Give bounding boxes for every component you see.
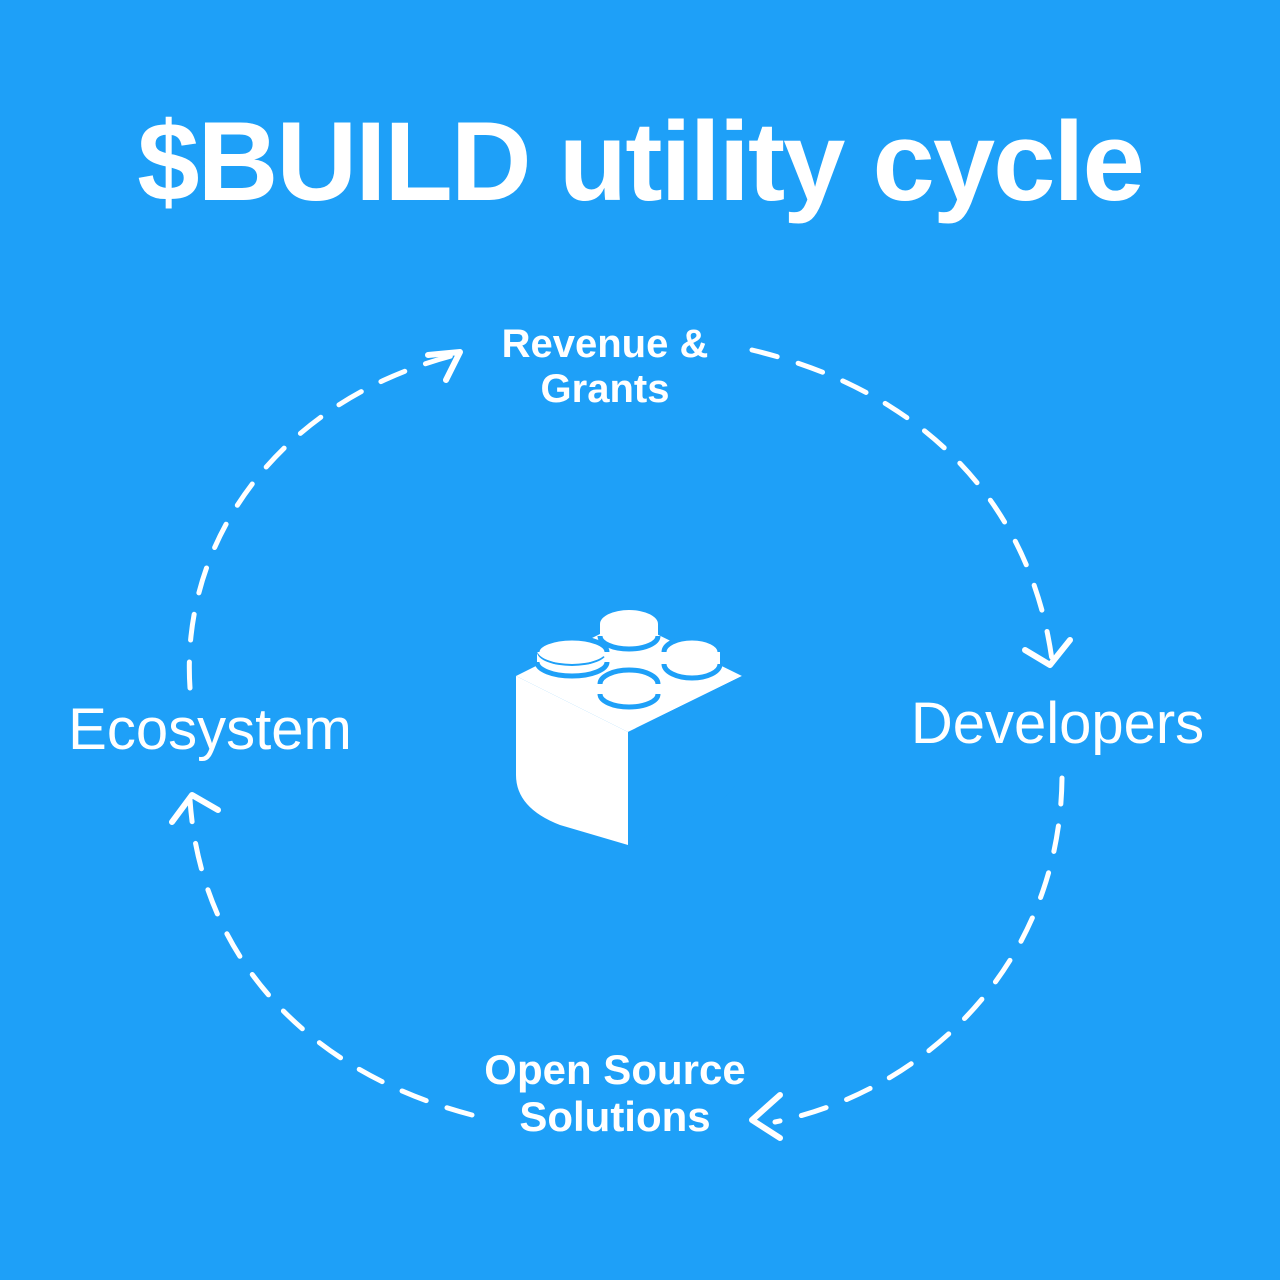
- node-revenue-grants-line1: Revenue &: [501, 322, 709, 366]
- node-developers: Developers: [910, 691, 1205, 756]
- node-ecosystem: Ecosystem: [68, 697, 352, 762]
- arc-top-to-right: [749, 347, 1055, 663]
- node-revenue-grants-line2: Grants: [540, 366, 670, 411]
- node-open-source-line1: Open Source: [484, 1046, 746, 1093]
- node-open-source-solutions: Open Source Solutions: [440, 1046, 790, 1140]
- arrowhead-top: [425, 349, 463, 383]
- node-revenue-grants: Revenue & Grants: [450, 322, 760, 412]
- arc-right-to-bottom: [772, 775, 1065, 1125]
- node-open-source-line2: Solutions: [519, 1093, 711, 1141]
- arc-left-to-top: [186, 352, 458, 691]
- arc-bottom-to-left: [187, 797, 475, 1118]
- diagram-title: $BUILD utility cycle: [137, 99, 1145, 224]
- arrowhead-right: [1022, 637, 1073, 668]
- arrowhead-left: [169, 792, 221, 825]
- building-block-icon: [516, 610, 742, 845]
- arrowhead-bottom: [749, 1092, 783, 1141]
